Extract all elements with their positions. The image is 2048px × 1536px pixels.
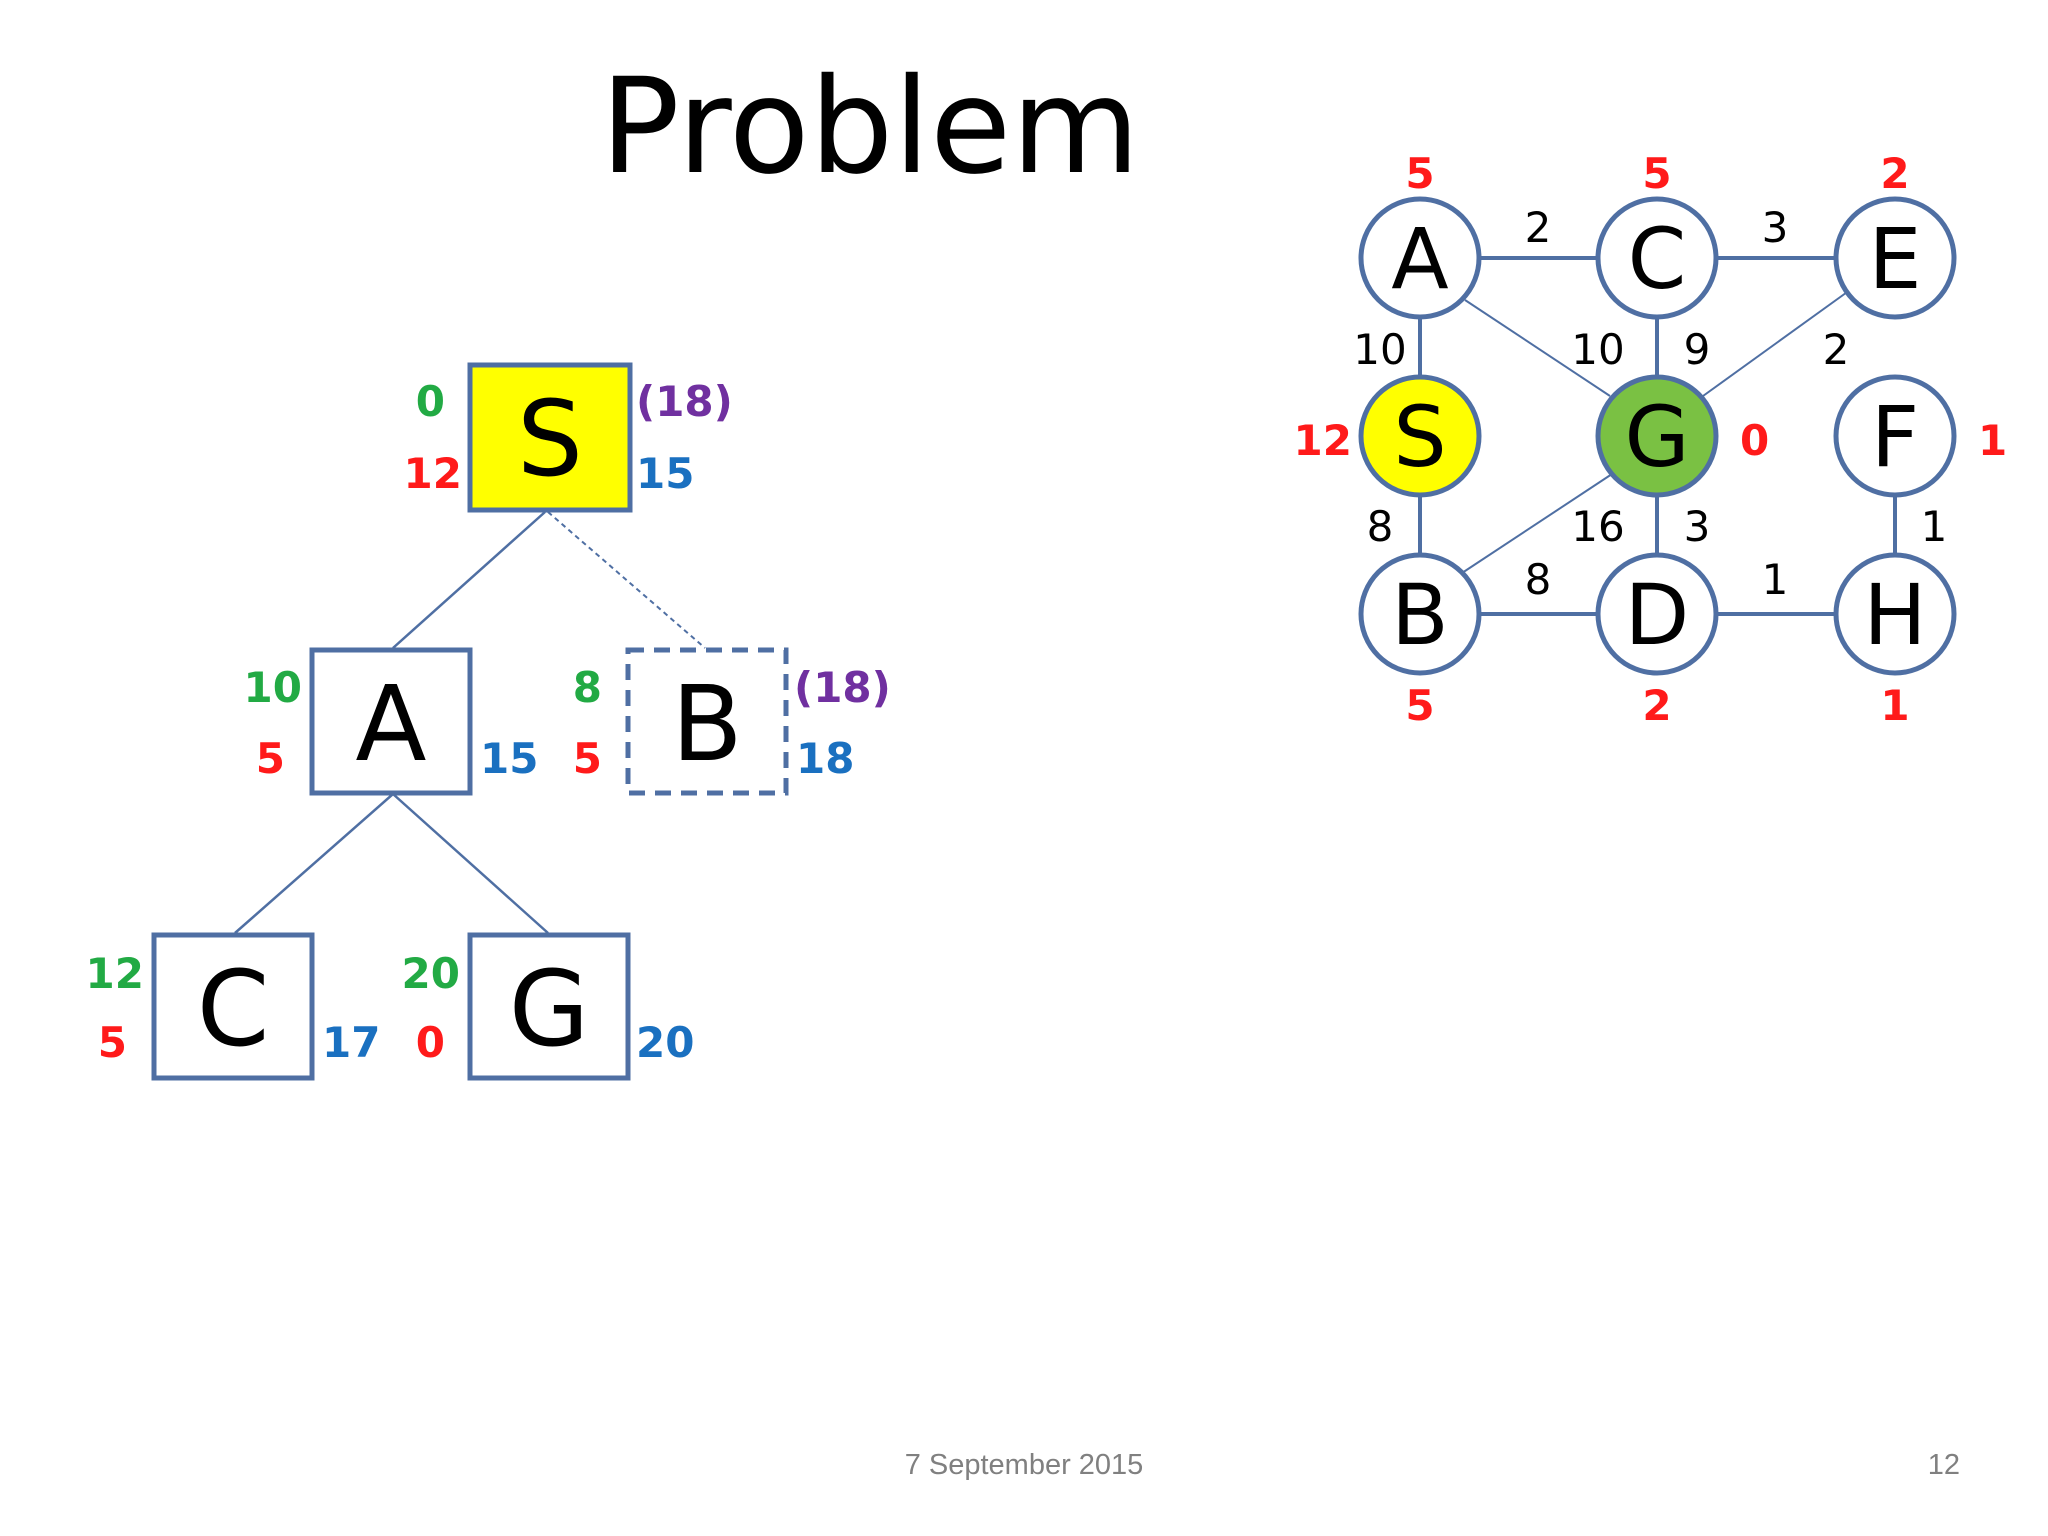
graph-node-f-h: 1 — [1978, 416, 2007, 465]
graph-node-s: S 12 — [1294, 374, 1482, 498]
graph-weight-c-g: 9 — [1684, 325, 1711, 374]
graph-node-h-label: H — [1863, 566, 1926, 664]
graph-weight-f-h: 1 — [1921, 502, 1948, 551]
graph-node-e-label: E — [1868, 210, 1921, 308]
tree-node-c-label: C — [197, 948, 270, 1070]
tree-node-b-label: B — [671, 663, 742, 785]
tree-node-s-f: 15 — [636, 449, 694, 498]
graph-node-d: D 2 — [1595, 552, 1719, 730]
tree-node-s-label: S — [517, 378, 583, 500]
tree-node-c: C 12 5 17 — [86, 932, 380, 1081]
tree-node-b: B 8 5 (18) 18 — [573, 647, 891, 796]
graph-node-f-label: F — [1871, 388, 1919, 486]
tree-node-g-label: G — [509, 948, 590, 1070]
tree-node-b-g: 8 — [573, 663, 602, 712]
graph-node-g-label: G — [1624, 388, 1689, 486]
tree-node-b-h: 5 — [573, 734, 602, 783]
graph-node-e-h: 2 — [1880, 149, 1909, 198]
graph-weight-s-b: 8 — [1367, 502, 1394, 551]
graph-node-c-label: C — [1628, 210, 1687, 308]
tree-node-g-h: 0 — [416, 1018, 445, 1067]
graph-node-b-h: 5 — [1405, 681, 1434, 730]
graph-weight-e-g: 2 — [1823, 325, 1850, 374]
tree-node-c-g: 12 — [86, 949, 144, 998]
graph-node-g: G 0 — [1595, 374, 1769, 498]
tree-node-c-f: 17 — [322, 1018, 380, 1067]
tree-node-a-label: A — [355, 663, 426, 785]
tree-node-a-f: 15 — [480, 734, 538, 783]
graph-node-f: F 1 — [1833, 374, 2007, 498]
graph-node-h-h: 1 — [1880, 681, 1909, 730]
graph-edge-e-g — [1702, 289, 1851, 397]
graph-node-b: B 5 — [1358, 552, 1482, 730]
tree-node-g-f: 20 — [636, 1018, 694, 1067]
tree-edge-s-a — [392, 511, 546, 649]
slide-date: 7 September 2015 — [904, 1449, 1144, 1481]
tree-node-b-f-prev: (18) — [794, 663, 891, 712]
tree-edge-a-c — [234, 793, 394, 934]
graph-node-a: A 5 — [1358, 149, 1482, 320]
graph-node-c: C 5 — [1595, 149, 1719, 320]
graph-weight-c-e: 3 — [1762, 203, 1789, 252]
graph-weight-b-g: 16 — [1571, 502, 1624, 551]
graph-node-b-label: B — [1391, 566, 1449, 664]
tree-node-s: S 0 12 (18) 15 — [404, 362, 733, 513]
tree-node-a-g: 10 — [244, 663, 302, 712]
graph-node-c-h: 5 — [1642, 149, 1671, 198]
graph-node-s-h: 12 — [1294, 416, 1352, 465]
tree-node-c-h: 5 — [98, 1018, 127, 1067]
graph-weight-d-h: 1 — [1762, 555, 1789, 604]
tree-node-b-f: 18 — [796, 734, 854, 783]
tree-node-s-h: 12 — [404, 449, 462, 498]
graph-node-d-label: D — [1625, 566, 1690, 664]
slide-page-number: 12 — [1927, 1449, 1960, 1481]
state-graph: 2 3 10 10 9 2 8 16 3 1 8 1 A 5 C 5 E 2 S — [1294, 149, 2008, 730]
graph-node-a-h: 5 — [1405, 149, 1434, 198]
graph-node-h: H 1 — [1833, 552, 1957, 730]
graph-node-g-h: 0 — [1740, 416, 1769, 465]
graph-edge-b-g — [1461, 473, 1613, 574]
graph-weight-a-c: 2 — [1525, 203, 1552, 252]
tree-node-a: A 10 5 15 — [244, 647, 538, 796]
graph-node-s-label: S — [1393, 388, 1446, 486]
graph-weight-a-s: 10 — [1353, 325, 1406, 374]
slide-title: Problem — [600, 50, 1140, 204]
graph-weight-b-d: 8 — [1525, 555, 1552, 604]
tree-node-g-g: 20 — [402, 949, 460, 998]
graph-node-a-label: A — [1391, 210, 1448, 308]
tree-node-g: G 20 0 20 — [402, 932, 694, 1081]
tree-node-a-h: 5 — [256, 734, 285, 783]
tree-node-s-g: 0 — [416, 377, 445, 426]
graph-node-e: E 2 — [1833, 149, 1957, 320]
graph-weight-a-g: 10 — [1571, 325, 1624, 374]
graph-node-d-h: 2 — [1642, 681, 1671, 730]
graph-edge-a-g — [1464, 299, 1611, 397]
tree-node-s-f-prev: (18) — [636, 377, 733, 426]
tree-edge-a-g — [392, 793, 549, 934]
graph-weight-g-d: 3 — [1684, 502, 1711, 551]
tree-edge-s-b — [547, 511, 706, 649]
search-tree: S 0 12 (18) 15 A 10 5 15 B 8 5 (18) 18 C — [86, 362, 891, 1081]
